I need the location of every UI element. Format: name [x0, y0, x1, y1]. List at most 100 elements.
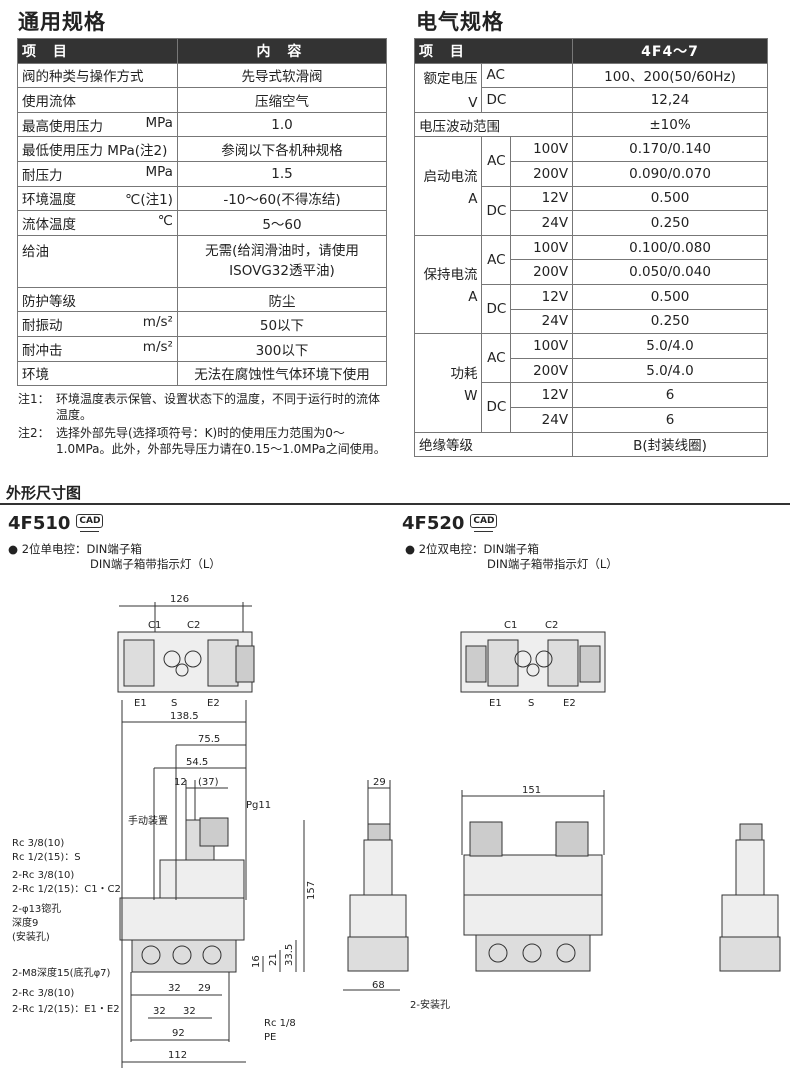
fluctuation-label: 电压波动范围	[413, 111, 574, 138]
rated-dc-value: 12,24	[572, 87, 768, 113]
general-row-value: 压缩空气	[176, 87, 388, 113]
label-e2-520: E2	[563, 698, 576, 709]
insulation-value: B(封装线圈)	[572, 431, 768, 458]
dim-68: 68	[372, 980, 385, 991]
elec-value: 0.100/0.080	[572, 234, 768, 261]
general-row: 环境无法在腐蚀性气体环境下使用	[17, 360, 388, 387]
elec-value: 0.250	[572, 210, 768, 236]
elec-voltage: 12V	[510, 283, 574, 310]
elec-header-model: 4F4～7	[572, 38, 768, 64]
dim-112: 112	[168, 1050, 187, 1061]
label-pe: PE	[264, 1032, 276, 1043]
top-view-4f510	[117, 602, 255, 693]
dim-33: 33.5	[284, 944, 295, 966]
label-c2: C2	[187, 620, 200, 631]
label-m8: 2-M8深度15(底孔φ7)	[12, 966, 111, 979]
top-view-4f520	[460, 631, 606, 693]
general-row-label: 阀的种类与操作方式	[17, 62, 178, 89]
dim-21: 21	[268, 953, 279, 966]
general-row-value: 5～60	[176, 210, 388, 236]
general-row-label: 最低使用压力 MPa(注2)	[17, 136, 178, 162]
general-row: 环境温度℃(注1)-10～60(不得冻结)	[17, 185, 388, 212]
insulation-label: 绝缘等级	[413, 431, 574, 458]
general-row: 给油无需(给润滑油时，请使用ISOVG32透平油)	[17, 234, 388, 288]
front-view-4f510	[119, 700, 305, 1068]
general-row-value: 50以下	[176, 311, 388, 337]
general-row-label: 防护等级	[17, 286, 178, 313]
label-s: S	[171, 698, 177, 709]
label-rc18: Rc 1/8	[264, 1018, 296, 1029]
label-hole1: 2-φ13锪孔	[12, 902, 61, 915]
dim-32c: 32	[183, 1006, 196, 1017]
label-manual: 手动装置	[128, 814, 168, 827]
label-rc2: Rc 1/2(15)：S	[12, 852, 81, 863]
elec-header-item: 项 目	[413, 38, 574, 64]
dim-29-side: 29	[373, 777, 386, 788]
dim-138: 138.5	[170, 711, 199, 722]
elec-voltage: 200V	[510, 259, 574, 285]
header-content: 内 容	[176, 38, 388, 64]
header-item: 项 目	[17, 38, 178, 64]
elec-value: 5.0/4.0	[572, 333, 768, 359]
elec-voltage: 200V	[510, 160, 574, 187]
elec-value: 0.500	[572, 283, 768, 310]
elec-voltage: 100V	[510, 136, 574, 162]
front-view-4f520	[461, 790, 605, 972]
elec-ac-label: AC	[481, 234, 512, 285]
general-row-value: 先导式软滑阀	[176, 62, 388, 89]
elec-voltage: 12V	[510, 185, 574, 212]
dim-12: 12	[174, 777, 187, 788]
elec-value: 0.050/0.040	[572, 259, 768, 285]
elec-voltage: 100V	[510, 234, 574, 261]
elec-voltage: 24V	[510, 210, 574, 236]
elec-dc-label: DC	[481, 283, 512, 335]
elec-value: 6	[572, 406, 768, 433]
feature-4f520: ● 2位双电控：DIN端子箱 DIN端子箱带指示灯（L）	[405, 542, 618, 571]
label-c1-520: C1	[504, 620, 517, 631]
dim-75: 75.5	[198, 734, 220, 745]
label-rc5: 2-Rc 3/8(10)	[12, 988, 74, 999]
elec-voltage: 100V	[510, 333, 574, 359]
general-row-label: 流体温度℃	[17, 210, 178, 236]
elec-value: 0.500	[572, 185, 768, 212]
label-hole3: (安装孔)	[12, 930, 50, 943]
elec-voltage: 24V	[510, 406, 574, 433]
label-e1-520: E1	[489, 698, 502, 709]
rated-ac: AC	[481, 62, 574, 89]
cad-icon: CAD	[470, 514, 498, 532]
feature-4f510: ● 2位单电控：DIN端子箱 DIN端子箱带指示灯（L）	[8, 542, 221, 571]
label-rc6: 2-Rc 1/2(15)：E1・E2	[12, 1004, 120, 1015]
label-pg11: Pg11	[246, 800, 271, 811]
general-row-value: 防尘	[176, 286, 388, 313]
side-view-4f510	[343, 780, 409, 991]
dim-37: (37)	[198, 777, 219, 788]
elec-dc-label: DC	[481, 382, 512, 433]
label-mount: 2-安装孔	[410, 998, 450, 1011]
elec-dc-label: DC	[481, 185, 512, 236]
section-divider	[0, 503, 790, 505]
label-rc1: Rc 3/8(10)	[12, 838, 64, 849]
fluctuation-value: ±10%	[572, 111, 768, 138]
general-row-label: 使用流体	[17, 87, 178, 113]
note-2: 注2：选择外部先导(选择项符号：K)时的使用压力范围为0～1.0MPa。此外，外…	[18, 426, 386, 456]
label-e2: E2	[207, 698, 220, 709]
elec-ac-label: AC	[481, 136, 512, 187]
general-row-label: 给油	[17, 234, 178, 288]
label-rc4: 2-Rc 1/2(15)：C1・C2	[12, 884, 121, 895]
dim-126: 126	[170, 594, 189, 605]
label-e1: E1	[134, 698, 147, 709]
